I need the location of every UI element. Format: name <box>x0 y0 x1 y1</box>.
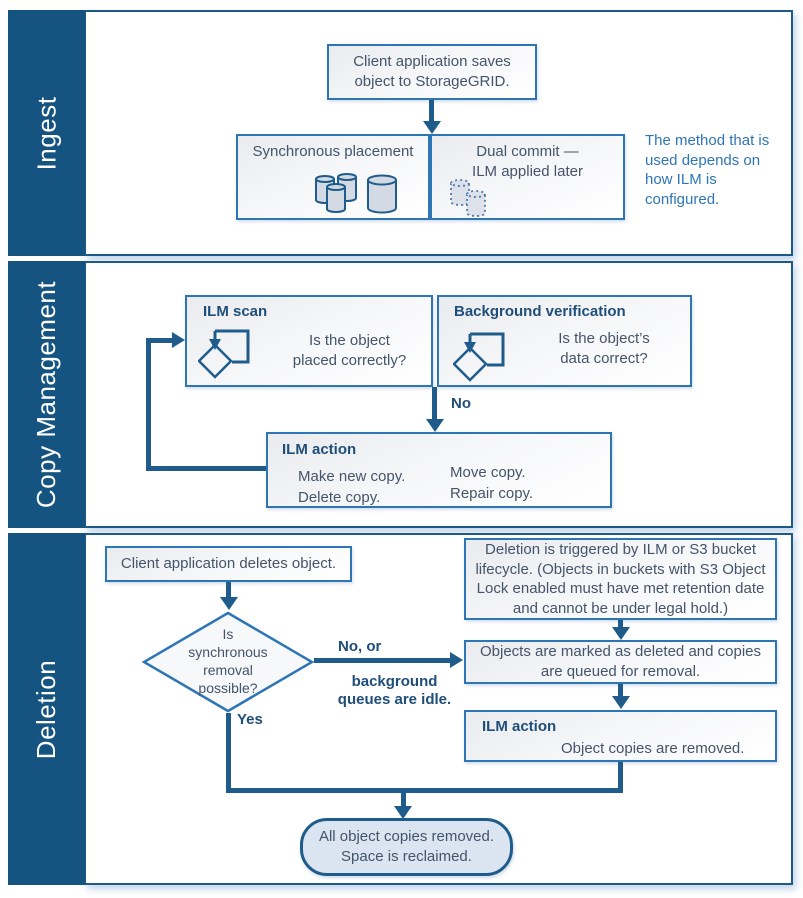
deletion-ilm-action-box: ILM action Object copies are removed. <box>464 710 777 762</box>
ilm-action-col2: Move copy. Repair copy. <box>450 464 534 502</box>
dual-commit-label: Dual commit — ILM applied later <box>472 143 583 180</box>
deletion-ilm-action-body: Object copies are removed. <box>561 740 745 757</box>
storage-cylinders-icon <box>315 173 397 214</box>
arrow-trigger-line <box>618 620 623 629</box>
collector-line <box>226 788 623 793</box>
background-verification-title: Background verification <box>454 303 626 320</box>
arrow-marked-head <box>612 696 630 709</box>
arrow-no-or-line <box>314 658 452 663</box>
no-label: No <box>451 395 471 412</box>
arrow-marked-line <box>618 684 623 698</box>
decision-diamond <box>142 611 314 713</box>
synchronous-placement-label: Synchronous placement <box>252 143 414 160</box>
sidebar-label-deletion: Deletion <box>31 659 61 759</box>
arrow-delete-to-decision-head <box>220 597 238 610</box>
arrow-final-line <box>401 788 406 808</box>
yes-label: Yes <box>237 711 263 728</box>
ilm-action-down-line <box>618 762 623 793</box>
arrow-final-head <box>394 806 412 819</box>
yes-line <box>226 713 231 793</box>
marked-deleted-box: Objects are marked as deleted and copies… <box>464 640 777 684</box>
arrow-delete-to-decision-line <box>226 582 231 599</box>
synchronous-placement-box: Synchronous placement <box>236 134 430 220</box>
loop-arrow-head <box>172 332 185 348</box>
no-or-label: No, or <box>338 638 382 655</box>
loop-vertical-line <box>146 338 151 471</box>
loop-bottom-line <box>146 466 266 471</box>
client-delete-box: Client application deletes object. <box>105 546 352 582</box>
deletion-ilm-action-title: ILM action <box>482 718 557 735</box>
arrow-no-or-head <box>450 652 463 668</box>
sidebar-block-copy-management: Copy Management <box>8 261 85 528</box>
ilm-scan-question: Is the object placed correctly? <box>292 332 407 369</box>
ingest-side-note: The method that is used depends on how I… <box>645 132 770 208</box>
sidebar-label-ingest: Ingest <box>30 96 61 170</box>
ilm-action-title: ILM action <box>282 441 357 458</box>
ilm-action-box: ILM action Make new copy. Delete copy. M… <box>266 432 612 508</box>
arrow-trigger-head <box>612 627 630 640</box>
ilm-scan-box: ILM scan Is the object placed correctly? <box>185 295 433 387</box>
loop-top-line <box>146 338 173 343</box>
decision-question: Is synchronous removal possible? <box>188 626 268 696</box>
arrow-no-head <box>426 419 444 432</box>
deletion-trigger-box: Deletion is triggered by ILM or S3 bucke… <box>464 538 777 620</box>
sidebar-label-copy-management: Copy Management <box>31 280 61 509</box>
ilm-action-col1: Make new copy. Delete copy. <box>298 468 406 506</box>
loop-check-icon <box>198 329 250 379</box>
final-state-stadium: All object copies removed. Space is recl… <box>300 818 513 876</box>
sidebar-block-deletion: Deletion <box>8 533 85 885</box>
ilm-scan-title: ILM scan <box>203 303 268 320</box>
dotted-cylinders-icon <box>450 179 486 217</box>
background-verification-box: Background verification Is the object’s … <box>437 295 692 387</box>
arrow-save-to-placement-line <box>429 100 434 123</box>
dual-commit-box: Dual commit — ILM applied later <box>430 134 625 220</box>
sidebar-block-ingest: Ingest <box>8 10 85 256</box>
client-save-box: Client application saves object to Stora… <box>327 44 537 100</box>
arrow-no-line <box>432 387 437 421</box>
loop-check-icon <box>453 332 505 382</box>
background-queues-label: background queues are idle. <box>337 673 452 708</box>
background-verification-question: Is the object’s data correct? <box>558 330 650 367</box>
arrow-save-to-placement-head <box>423 121 441 134</box>
